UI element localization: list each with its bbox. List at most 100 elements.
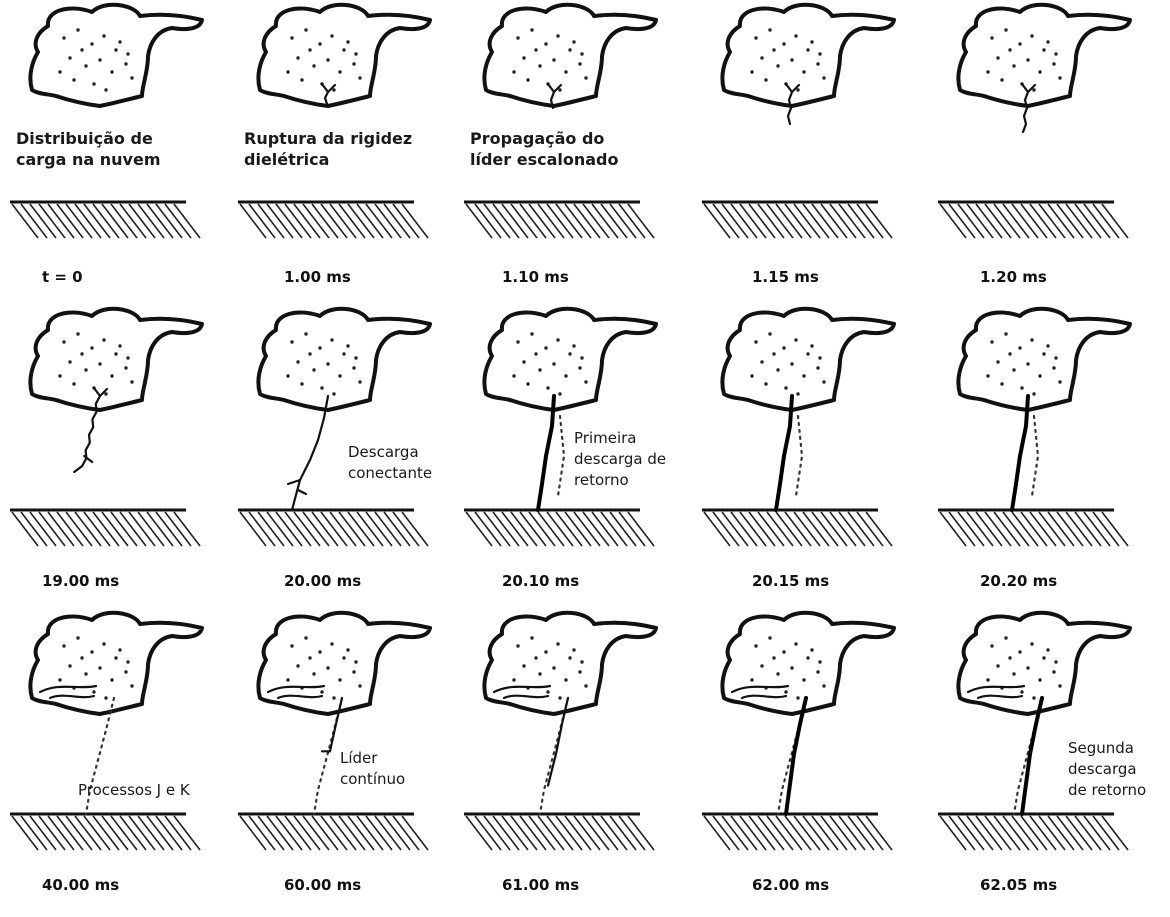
charge-dot <box>572 40 576 44</box>
charge-dot <box>318 42 322 46</box>
ground-hatch <box>712 815 740 851</box>
ground-hatch <box>1092 815 1120 851</box>
ground-hatch <box>856 815 884 851</box>
ground-hatch <box>948 511 976 547</box>
ground-hatch <box>939 203 967 239</box>
charge-dot <box>342 656 346 660</box>
ground-hatch <box>820 815 848 851</box>
charge-dot <box>790 666 794 670</box>
charge-dot <box>1000 382 1004 386</box>
charge-dot <box>130 76 134 80</box>
ground-hatch <box>582 815 610 851</box>
charge-dot <box>552 362 556 366</box>
ground-hatch <box>591 511 619 547</box>
charge-dot <box>296 56 300 60</box>
ground-hatch <box>555 511 583 547</box>
ground-hatch <box>137 815 165 851</box>
charge-dot <box>304 28 308 32</box>
stage-caption: Ruptura da rigidez dielétrica <box>244 129 413 169</box>
charge-dot <box>1042 352 1046 356</box>
charge-dot <box>110 374 114 378</box>
ground-hatch <box>56 511 84 547</box>
ground-hatch <box>1065 815 1093 851</box>
charge-dot <box>68 56 72 60</box>
charge-dot <box>986 678 990 682</box>
charge-dot <box>818 52 822 56</box>
ground-hatch <box>101 511 129 547</box>
ground-hatch <box>492 815 520 851</box>
charge-dot <box>806 656 810 660</box>
leader-branch <box>73 454 94 474</box>
charge-dot <box>330 642 334 646</box>
charge-dot <box>1038 374 1042 378</box>
ground-hatch <box>1083 511 1111 547</box>
leader-root <box>784 82 801 94</box>
charge-dot <box>810 344 814 348</box>
time-label: 20.15 ms <box>752 572 830 590</box>
ground-hatch <box>820 511 848 547</box>
ground-hatch <box>1101 203 1129 239</box>
ground-hatch <box>1074 203 1102 239</box>
charge-dot <box>512 678 516 682</box>
charge-dot <box>522 664 526 668</box>
stage-drawing <box>938 2 1132 239</box>
ground-hatch <box>528 815 556 851</box>
charge-dot <box>330 338 334 342</box>
charge-dot <box>312 64 316 68</box>
ground-hatch <box>293 511 321 547</box>
ground-hatch <box>356 815 384 851</box>
ground-hatch <box>600 203 628 239</box>
charge-dot <box>822 76 826 80</box>
charge-dot <box>806 352 810 356</box>
stage-drawing <box>10 306 204 547</box>
charge-dot <box>578 366 582 370</box>
stage-caption: Primeira descarga de retorno <box>574 429 667 489</box>
charge-dot <box>996 664 1000 668</box>
ground-hatch <box>1038 203 1066 239</box>
ground-hatch <box>703 511 731 547</box>
charge-dot <box>568 352 572 356</box>
ground-hatch <box>164 511 192 547</box>
ground-hatch <box>47 511 75 547</box>
ground-hatch <box>501 203 529 239</box>
charge-dot <box>754 36 758 40</box>
ground-hatch <box>519 203 547 239</box>
stage-panel: 1.15 ms <box>700 0 934 305</box>
charge-dot <box>1046 344 1050 348</box>
ground-hatch <box>284 203 312 239</box>
cloud-outline <box>256 306 432 412</box>
charge-dot <box>986 70 990 74</box>
ground-hatch <box>11 203 39 239</box>
charge-dot <box>760 56 764 60</box>
stage-drawing <box>702 306 896 547</box>
charge-dot <box>308 48 312 52</box>
ground-hatch <box>609 203 637 239</box>
ground-hatch <box>374 203 402 239</box>
charge-dot <box>72 382 76 386</box>
charge-dot <box>526 382 530 386</box>
ground-hatch <box>38 815 66 851</box>
continuous-leader <box>546 696 570 787</box>
charge-dot <box>556 338 560 342</box>
charge-dot <box>534 656 538 660</box>
ground-hatch <box>1083 203 1111 239</box>
charge-dot <box>578 62 582 66</box>
stage-drawing <box>702 610 896 851</box>
charge-dot <box>544 650 548 654</box>
ground-hatch <box>775 203 803 239</box>
ground-hatch <box>1038 815 1066 851</box>
charge-dot <box>522 360 526 364</box>
charge-dot <box>1054 356 1058 360</box>
charge-dot <box>802 374 806 378</box>
cloud-outline <box>956 2 1132 108</box>
charge-dot <box>1012 368 1016 372</box>
ground-hatch <box>856 203 884 239</box>
ground-hatch <box>627 203 655 239</box>
charge-dot <box>782 346 786 350</box>
charge-dot <box>996 360 1000 364</box>
charge-dot <box>818 356 822 360</box>
charge-dot <box>568 48 572 52</box>
return-stroke <box>1010 394 1030 512</box>
ground-hatch <box>465 815 493 851</box>
charge-dot <box>76 28 80 32</box>
